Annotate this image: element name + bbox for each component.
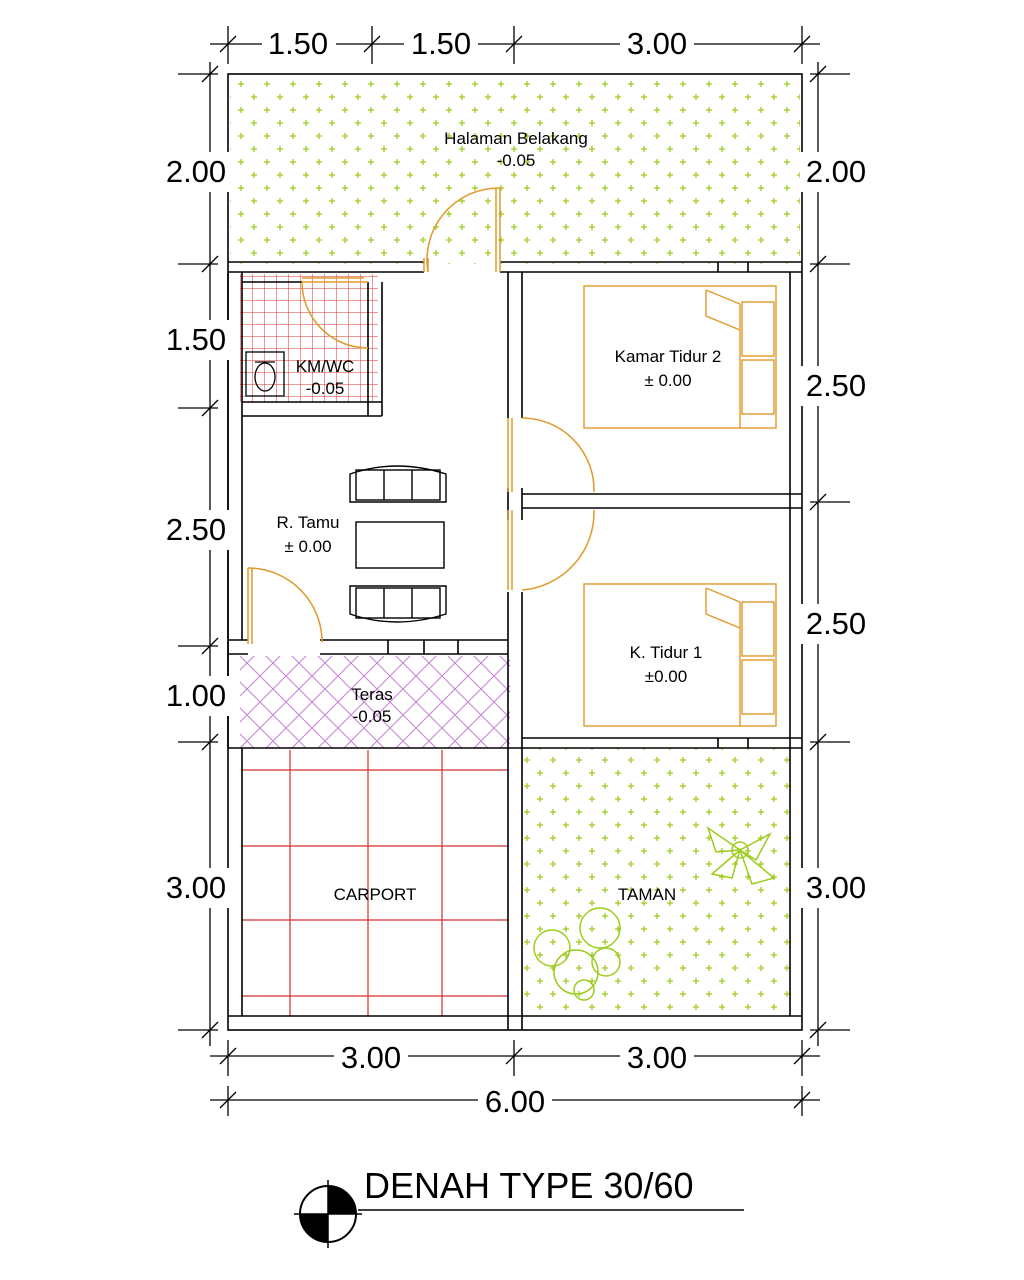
- plant-shrub-icon: [533, 907, 621, 1001]
- dimension-label-masks: [160, 28, 872, 1116]
- kmwc-tiles: [240, 274, 378, 402]
- dim-bottom-1: 3.00: [341, 1040, 401, 1075]
- label-kmwc-name: KM/WC: [296, 357, 355, 376]
- dim-left-4: 1.00: [166, 678, 226, 713]
- label-tamu-name: R. Tamu: [277, 513, 340, 532]
- dim-right-3: 2.50: [806, 606, 866, 641]
- label-kamar1-name: K. Tidur 1: [630, 643, 703, 662]
- dim-top-2: 1.50: [411, 26, 471, 61]
- label-carport: CARPORT: [334, 885, 417, 904]
- dim-right-1: 2.00: [806, 154, 866, 189]
- bed-kamar-2: [583, 285, 777, 429]
- label-kmwc-level: -0.05: [306, 379, 345, 398]
- title-block: DENAH TYPE 30/60: [294, 1165, 744, 1248]
- halaman-grass: [230, 76, 800, 264]
- bed-kamar-1: [583, 583, 777, 727]
- label-kamar2-level: ± 0.00: [644, 371, 691, 390]
- dim-total: 6.00: [485, 1084, 545, 1119]
- dim-left-3: 2.50: [166, 512, 226, 547]
- north-symbol-icon: [294, 1180, 362, 1248]
- toilet-icon: [245, 351, 285, 397]
- label-teras-name: Teras: [351, 685, 393, 704]
- dim-top-1: 1.50: [268, 26, 328, 61]
- teras-lattice: [240, 656, 510, 748]
- zone-fills: [230, 76, 800, 1014]
- taman-grass: [522, 748, 790, 1014]
- doors: [247, 187, 595, 644]
- label-taman: TAMAN: [618, 885, 676, 904]
- dim-left-1: 2.00: [166, 154, 226, 189]
- label-halaman-name: Halaman Belakang: [444, 129, 588, 148]
- room-labels: Halaman Belakang -0.05 KM/WC -0.05 Kamar…: [277, 129, 722, 904]
- dim-right-2: 2.50: [806, 368, 866, 403]
- dim-bottom-2: 3.00: [627, 1040, 687, 1075]
- living-room-furniture: [349, 465, 447, 623]
- label-halaman-level: -0.05: [497, 151, 536, 170]
- label-teras-level: -0.05: [353, 707, 392, 726]
- label-kamar2-name: Kamar Tidur 2: [615, 347, 722, 366]
- plant-leaves-icon: [706, 826, 776, 885]
- dim-top-3: 3.00: [627, 26, 687, 61]
- dimension-labels: 1.50 1.50 3.00 2.00 1.50 2.50 1.00 3.00 …: [166, 26, 866, 1119]
- label-tamu-level: ± 0.00: [284, 537, 331, 556]
- carport-grid: [242, 750, 508, 1016]
- label-kamar1-level: ±0.00: [645, 667, 687, 686]
- drawing-title: DENAH TYPE 30/60: [364, 1165, 693, 1206]
- dim-left-5: 3.00: [166, 870, 226, 905]
- dim-right-4: 3.00: [806, 870, 866, 905]
- dim-left-2: 1.50: [166, 322, 226, 357]
